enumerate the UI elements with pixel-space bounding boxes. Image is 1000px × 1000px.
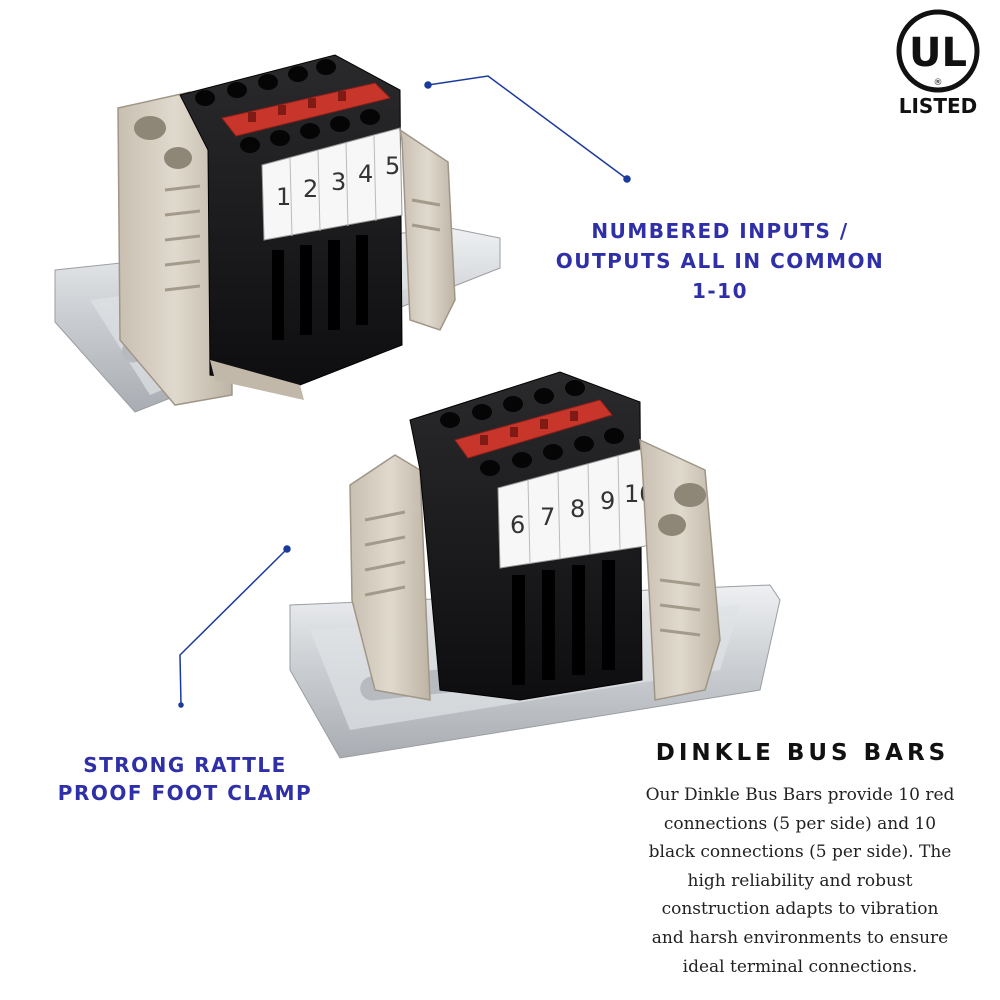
callout-line: STRONG RATTLE bbox=[83, 753, 287, 777]
label-numbers-top: 1 2 3 4 5 bbox=[276, 152, 400, 211]
ul-mark-icon: UL ® bbox=[896, 9, 980, 93]
end-bracket-left-bottom bbox=[349, 454, 431, 701]
description-line: connections (5 per side) and 10 bbox=[663, 813, 937, 834]
description-line: ideal terminal connections. bbox=[682, 956, 918, 977]
terminal-label: 7 bbox=[540, 503, 555, 531]
callout-line: 1-10 bbox=[691, 279, 749, 303]
terminal-label: 9 bbox=[600, 487, 615, 515]
callout-line: NUMBERED INPUTS / bbox=[591, 219, 849, 243]
terminal-label: 4 bbox=[358, 160, 373, 188]
ul-listed-logo: UL ® LISTED bbox=[893, 8, 983, 118]
callout-line: OUTPUTS ALL IN COMMON bbox=[555, 249, 885, 273]
terminal-label: 5 bbox=[385, 152, 400, 180]
leader-line-inputs bbox=[424, 75, 631, 183]
red-busbar-top bbox=[221, 82, 391, 137]
terminal-label: 1 bbox=[276, 183, 291, 211]
ul-registered: ® bbox=[934, 78, 943, 88]
description-line: high reliability and robust bbox=[687, 870, 913, 891]
description-line: black connections (5 per side). The bbox=[648, 842, 952, 863]
terminal-label: 6 bbox=[510, 511, 525, 539]
description-line: construction adapts to vibration bbox=[661, 899, 939, 920]
description-line: Our Dinkle Bus Bars provide 10 red bbox=[645, 785, 955, 805]
terminal-block-top: 1 2 3 4 5 bbox=[54, 54, 501, 413]
terminal-label: 2 bbox=[303, 175, 318, 203]
end-bracket-right-top bbox=[398, 128, 456, 331]
product-description: Our Dinkle Bus Bars provide 10 red conne… bbox=[626, 781, 974, 981]
description-line: and harsh environments to ensure bbox=[651, 927, 949, 948]
callout-numbered-inputs: NUMBERED INPUTS / OUTPUTS ALL IN COMMON … bbox=[520, 216, 920, 306]
callout-line: PROOF FOOT CLAMP bbox=[57, 781, 313, 805]
callout-foot-clamp: STRONG RATTLE PROOF FOOT CLAMP bbox=[40, 751, 330, 807]
leader-line-clamp bbox=[178, 545, 291, 708]
label-strip-top bbox=[261, 127, 403, 241]
ul-listed-label: LISTED bbox=[898, 94, 978, 118]
product-title: DINKLE BUS BARS bbox=[655, 740, 950, 766]
terminal-label: 8 bbox=[570, 495, 585, 523]
terminal-label: 3 bbox=[331, 168, 346, 196]
ul-mark-text: UL bbox=[909, 30, 967, 76]
terminal-block-bottom: 6 7 8 9 10 bbox=[289, 371, 781, 759]
